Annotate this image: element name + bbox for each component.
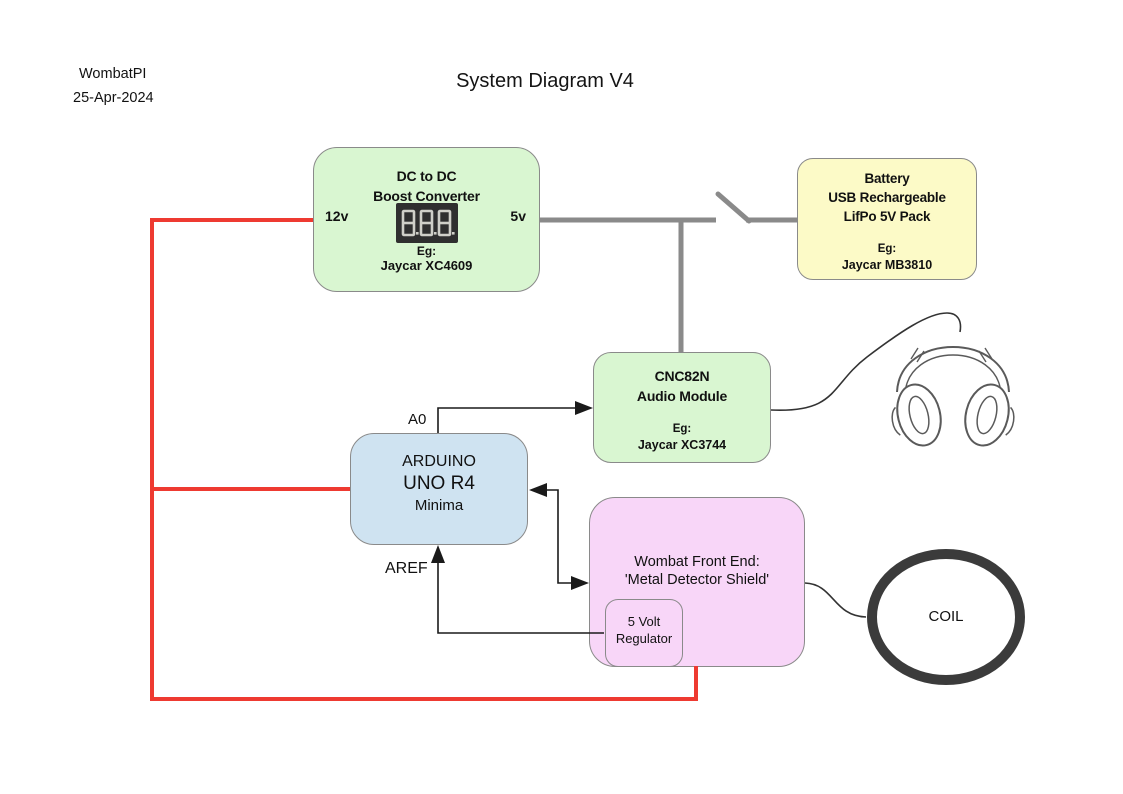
arduino-title-line3: Minima [414,497,464,514]
pin-12v-label: 12v [325,208,349,224]
front-end-title-line1: Wombat Front End: [634,554,760,570]
boost-title-line1: DC to DC [396,168,457,184]
aref-line [437,557,604,634]
seven-segment-display [396,203,458,243]
regulator-line2: Regulator [615,631,673,646]
headphone-cable [770,312,962,411]
diagram-title: System Diagram V4 [456,70,634,92]
battery-eg-value: Jaycar MB3810 [841,258,933,272]
aref-arrowhead-icon [431,545,445,563]
headphones-icon [891,346,1015,447]
audio-title-line2: Audio Module [636,388,728,404]
arduino-box: ARDUINO UNO R4 Minima [350,433,528,545]
arduino-frontend-link-line [545,489,575,584]
battery-box: Battery USB Rechargeable LifPo 5V Pack E… [797,158,977,280]
power-switch-icon [715,191,752,224]
battery-title-line3: LifPo 5V Pack [843,209,931,224]
audio-module-box: CNC82N Audio Module Eg: Jaycar XC3744 [593,352,771,463]
front-end-box: Wombat Front End: 'Metal Detector Shield… [589,497,805,667]
regulator-box: 5 Volt Regulator [605,599,683,667]
boost-converter-box: DC to DC Boost Converter 12v 5v Eg: Jayc… [313,147,540,292]
a0-pin-label: A0 [408,411,427,428]
coil-cable [804,582,867,618]
link-arrowhead-left-icon [529,483,547,497]
battery-title-line1: Battery [864,171,910,186]
author-name: WombatPI [79,66,147,82]
a0-arrowhead-icon [575,401,593,415]
pin-5v-label: 5v [510,208,526,224]
battery-eg-label: Eg: [877,243,897,255]
boost-title-line2: Boost Converter [373,188,480,204]
a0-signal-line [437,407,580,433]
battery-title-line2: USB Rechargeable [828,190,946,205]
arduino-title-line2: UNO R4 [403,473,475,494]
boost-eg-label: Eg: [416,244,437,258]
boost-eg-value: Jaycar XC4609 [380,258,473,273]
aref-pin-label: AREF [385,560,428,577]
audio-eg-value: Jaycar XC3744 [637,438,727,452]
front-end-title-line2: 'Metal Detector Shield' [624,571,770,588]
audio-title-line1: CNC82N [654,368,710,384]
coil-label: COIL [928,608,964,625]
audio-eg-label: Eg: [672,423,692,435]
diagram-date: 25-Apr-2024 [73,90,154,106]
regulator-line1: 5 Volt [627,614,661,629]
arduino-title-line1: ARDUINO [402,453,476,470]
link-arrowhead-right-icon [571,576,589,590]
